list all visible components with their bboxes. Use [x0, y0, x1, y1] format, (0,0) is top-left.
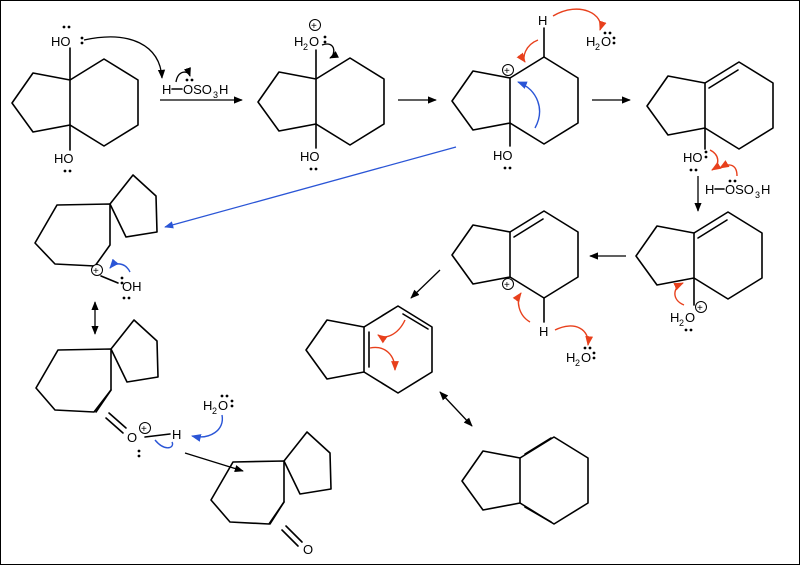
- svg-text:H: H: [203, 398, 212, 413]
- svg-text:OH: OH: [122, 279, 142, 294]
- svg-text:O: O: [127, 430, 137, 445]
- molecule-diol: HO HO: [11, 25, 139, 173]
- hydroxyl-label-top: HO: [51, 34, 71, 49]
- svg-text:OSO: OSO: [725, 182, 754, 197]
- svg-text:3: 3: [755, 190, 760, 200]
- reagent-h: H: [162, 82, 171, 97]
- svg-text:O: O: [601, 34, 611, 49]
- hydroxyl-label-bottom: HO: [54, 151, 74, 166]
- svg-text:O: O: [581, 350, 591, 365]
- svg-text:2: 2: [212, 406, 217, 416]
- svg-text:H: H: [705, 182, 714, 197]
- svg-text:2: 2: [679, 318, 684, 328]
- ketone-oxygen-label: O: [303, 542, 313, 557]
- molecule-spiro-cation: + OH: [34, 174, 158, 300]
- svg-text:2: 2: [303, 42, 308, 52]
- molecule-spiro-ketone: O: [210, 431, 332, 557]
- svg-text:H: H: [172, 427, 181, 442]
- svg-text:HO: HO: [300, 149, 320, 164]
- reagent-sulfuric-acid-1: H OSO 3 H: [162, 67, 228, 100]
- svg-text:O: O: [685, 310, 695, 325]
- svg-text:+: +: [697, 303, 703, 314]
- svg-text:+: +: [504, 280, 510, 291]
- svg-text:H: H: [586, 34, 595, 49]
- svg-text:2: 2: [595, 42, 600, 52]
- svg-text:+: +: [311, 21, 317, 32]
- svg-text:H: H: [566, 350, 575, 365]
- molecule-diene-1: [305, 305, 433, 394]
- molecule-carbocation: H + HO H 2 O: [451, 8, 616, 170]
- molecule-diene-2: [461, 436, 589, 525]
- molecule-protonated-diol: H 2 O + HO: [257, 19, 385, 171]
- svg-text:+: +: [504, 66, 510, 77]
- molecule-allylic-cation: + H H 2 O: [451, 210, 596, 368]
- molecule-oxocarbenium: O + H H 2 O: [35, 319, 234, 458]
- svg-text:HO: HO: [683, 150, 703, 165]
- reaction-arrow-final: [184, 452, 244, 473]
- svg-text:3: 3: [213, 90, 218, 100]
- svg-text:O: O: [218, 398, 228, 413]
- svg-text:H: H: [670, 310, 679, 325]
- svg-text:H: H: [761, 182, 770, 197]
- svg-text:+: +: [141, 424, 147, 435]
- molecule-alkene-alcohol: HO: [646, 61, 774, 172]
- svg-text:2: 2: [575, 358, 580, 368]
- svg-text:OSO: OSO: [183, 82, 212, 97]
- reaction-arrow-6: [410, 269, 441, 299]
- svg-text:H: H: [539, 324, 548, 339]
- svg-text:HO: HO: [493, 148, 513, 163]
- resonance-arrow-right: [439, 391, 473, 427]
- svg-text:H: H: [294, 34, 303, 49]
- svg-text:O: O: [309, 34, 319, 49]
- svg-text:H: H: [219, 82, 228, 97]
- svg-text:+: +: [93, 266, 99, 277]
- molecule-protonated-alkene: H 2 O +: [635, 211, 763, 332]
- curved-arrow-protonation: [83, 36, 166, 79]
- svg-text:H: H: [538, 13, 547, 28]
- ring-expansion-arrow: [164, 146, 457, 229]
- reagent-sulfuric-acid-2: H OSO 3 H: [705, 160, 770, 200]
